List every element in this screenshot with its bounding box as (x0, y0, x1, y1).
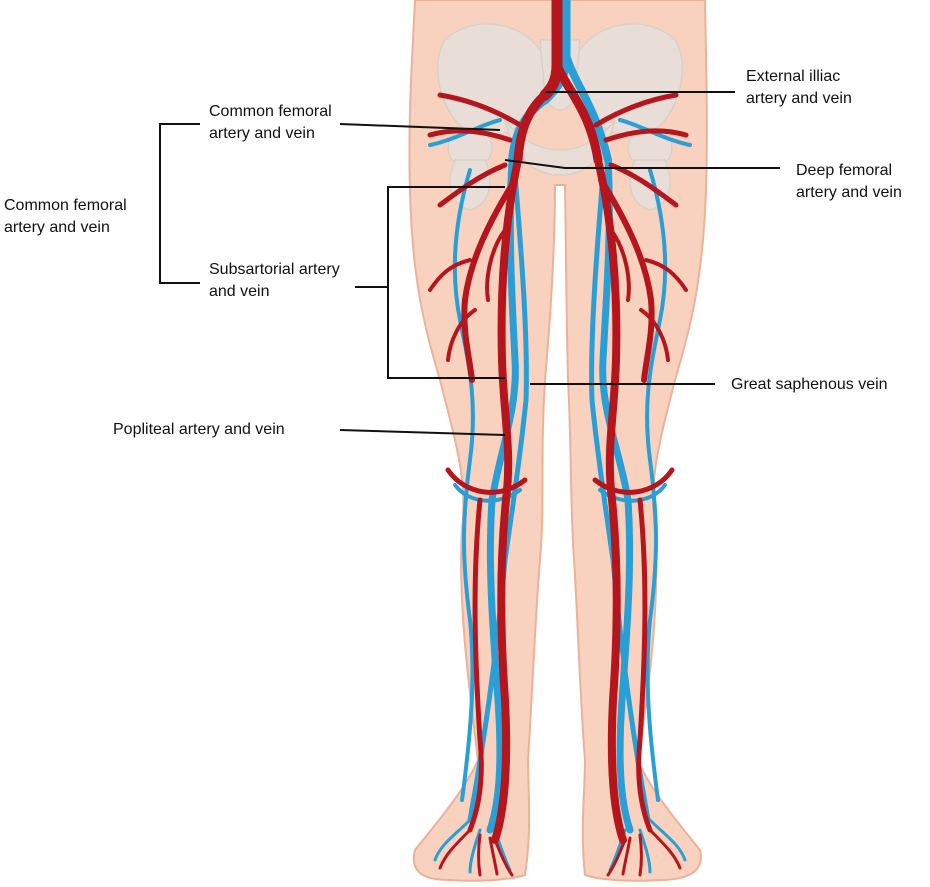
left-knee-vein-loop (453, 483, 522, 503)
right-lateral-vein (645, 168, 668, 802)
arteries (427, 0, 689, 877)
label-external-iliac-line2: artery and vein (746, 90, 852, 107)
left-great-saphenous-vein (467, 172, 529, 823)
label-deep-femoral-line1: Deep femoral (796, 162, 893, 179)
label-common-femoral-inner: Common femoral artery and vein (209, 101, 332, 145)
subsartorial-bracket (387, 186, 505, 379)
label-great-saphenous-line1: Great saphenous vein (731, 376, 888, 393)
label-subsartorial: Subsartorial artery and vein (209, 259, 340, 303)
left-hip-artery-branches (427, 92, 523, 208)
left-deep-femoral-artery (461, 177, 518, 383)
label-common-femoral-outer-line2: artery and vein (4, 219, 110, 236)
right-foot-arteries (606, 828, 682, 877)
right-thigh-artery-branches (609, 228, 688, 362)
label-popliteal-line1: Popliteal artery and vein (113, 421, 285, 438)
label-deep-femoral: Deep femoral artery and vein (796, 160, 902, 204)
common-femoral-bracket (159, 123, 200, 284)
right-external-iliac-vein (562, 51, 612, 164)
label-common-femoral-outer-line1: Common femoral (4, 197, 127, 214)
pubis (504, 119, 616, 176)
deep-femoral-leader (504, 159, 780, 169)
right-external-iliac-artery (552, 60, 603, 165)
label-great-saphenous: Great saphenous vein (731, 374, 888, 396)
popliteal-leader (339, 429, 506, 436)
label-common-femoral-inner-line1: Common femoral (209, 103, 332, 120)
left-external-iliac-artery (513, 90, 550, 165)
left-anterior-tibial-artery (467, 497, 484, 833)
common-femoral-inner-leader (339, 123, 501, 131)
label-common-femoral-outer: Common femoral artery and vein (4, 195, 127, 239)
pelvis-bones (436, 23, 684, 211)
right-deep-femoral-artery (598, 177, 655, 383)
label-subsartorial-line2: and vein (209, 283, 270, 300)
label-subsartorial-line1: Subsartorial artery (209, 261, 340, 278)
label-common-femoral-inner-line2: artery and vein (209, 125, 315, 142)
label-external-iliac: External illiac artery and vein (746, 66, 852, 110)
right-knee-vein-loop (598, 483, 667, 503)
label-external-iliac-line1: External illiac (746, 68, 841, 85)
right-knee-artery-loop (592, 467, 675, 495)
left-knee-artery-loop (445, 467, 528, 495)
right-femoral-artery (594, 156, 627, 844)
label-deep-femoral-line2: artery and vein (796, 184, 902, 201)
leader-lines (159, 91, 780, 436)
body-silhouette (408, 0, 708, 882)
left-femoral-artery (491, 156, 522, 844)
label-popliteal: Popliteal artery and vein (113, 419, 285, 441)
left-foot-arteries (438, 828, 514, 877)
skin-outline (408, 0, 708, 882)
left-lateral-vein (452, 168, 475, 802)
left-thigh-artery-branches (428, 228, 507, 362)
right-anterior-tibial-artery (636, 497, 653, 833)
